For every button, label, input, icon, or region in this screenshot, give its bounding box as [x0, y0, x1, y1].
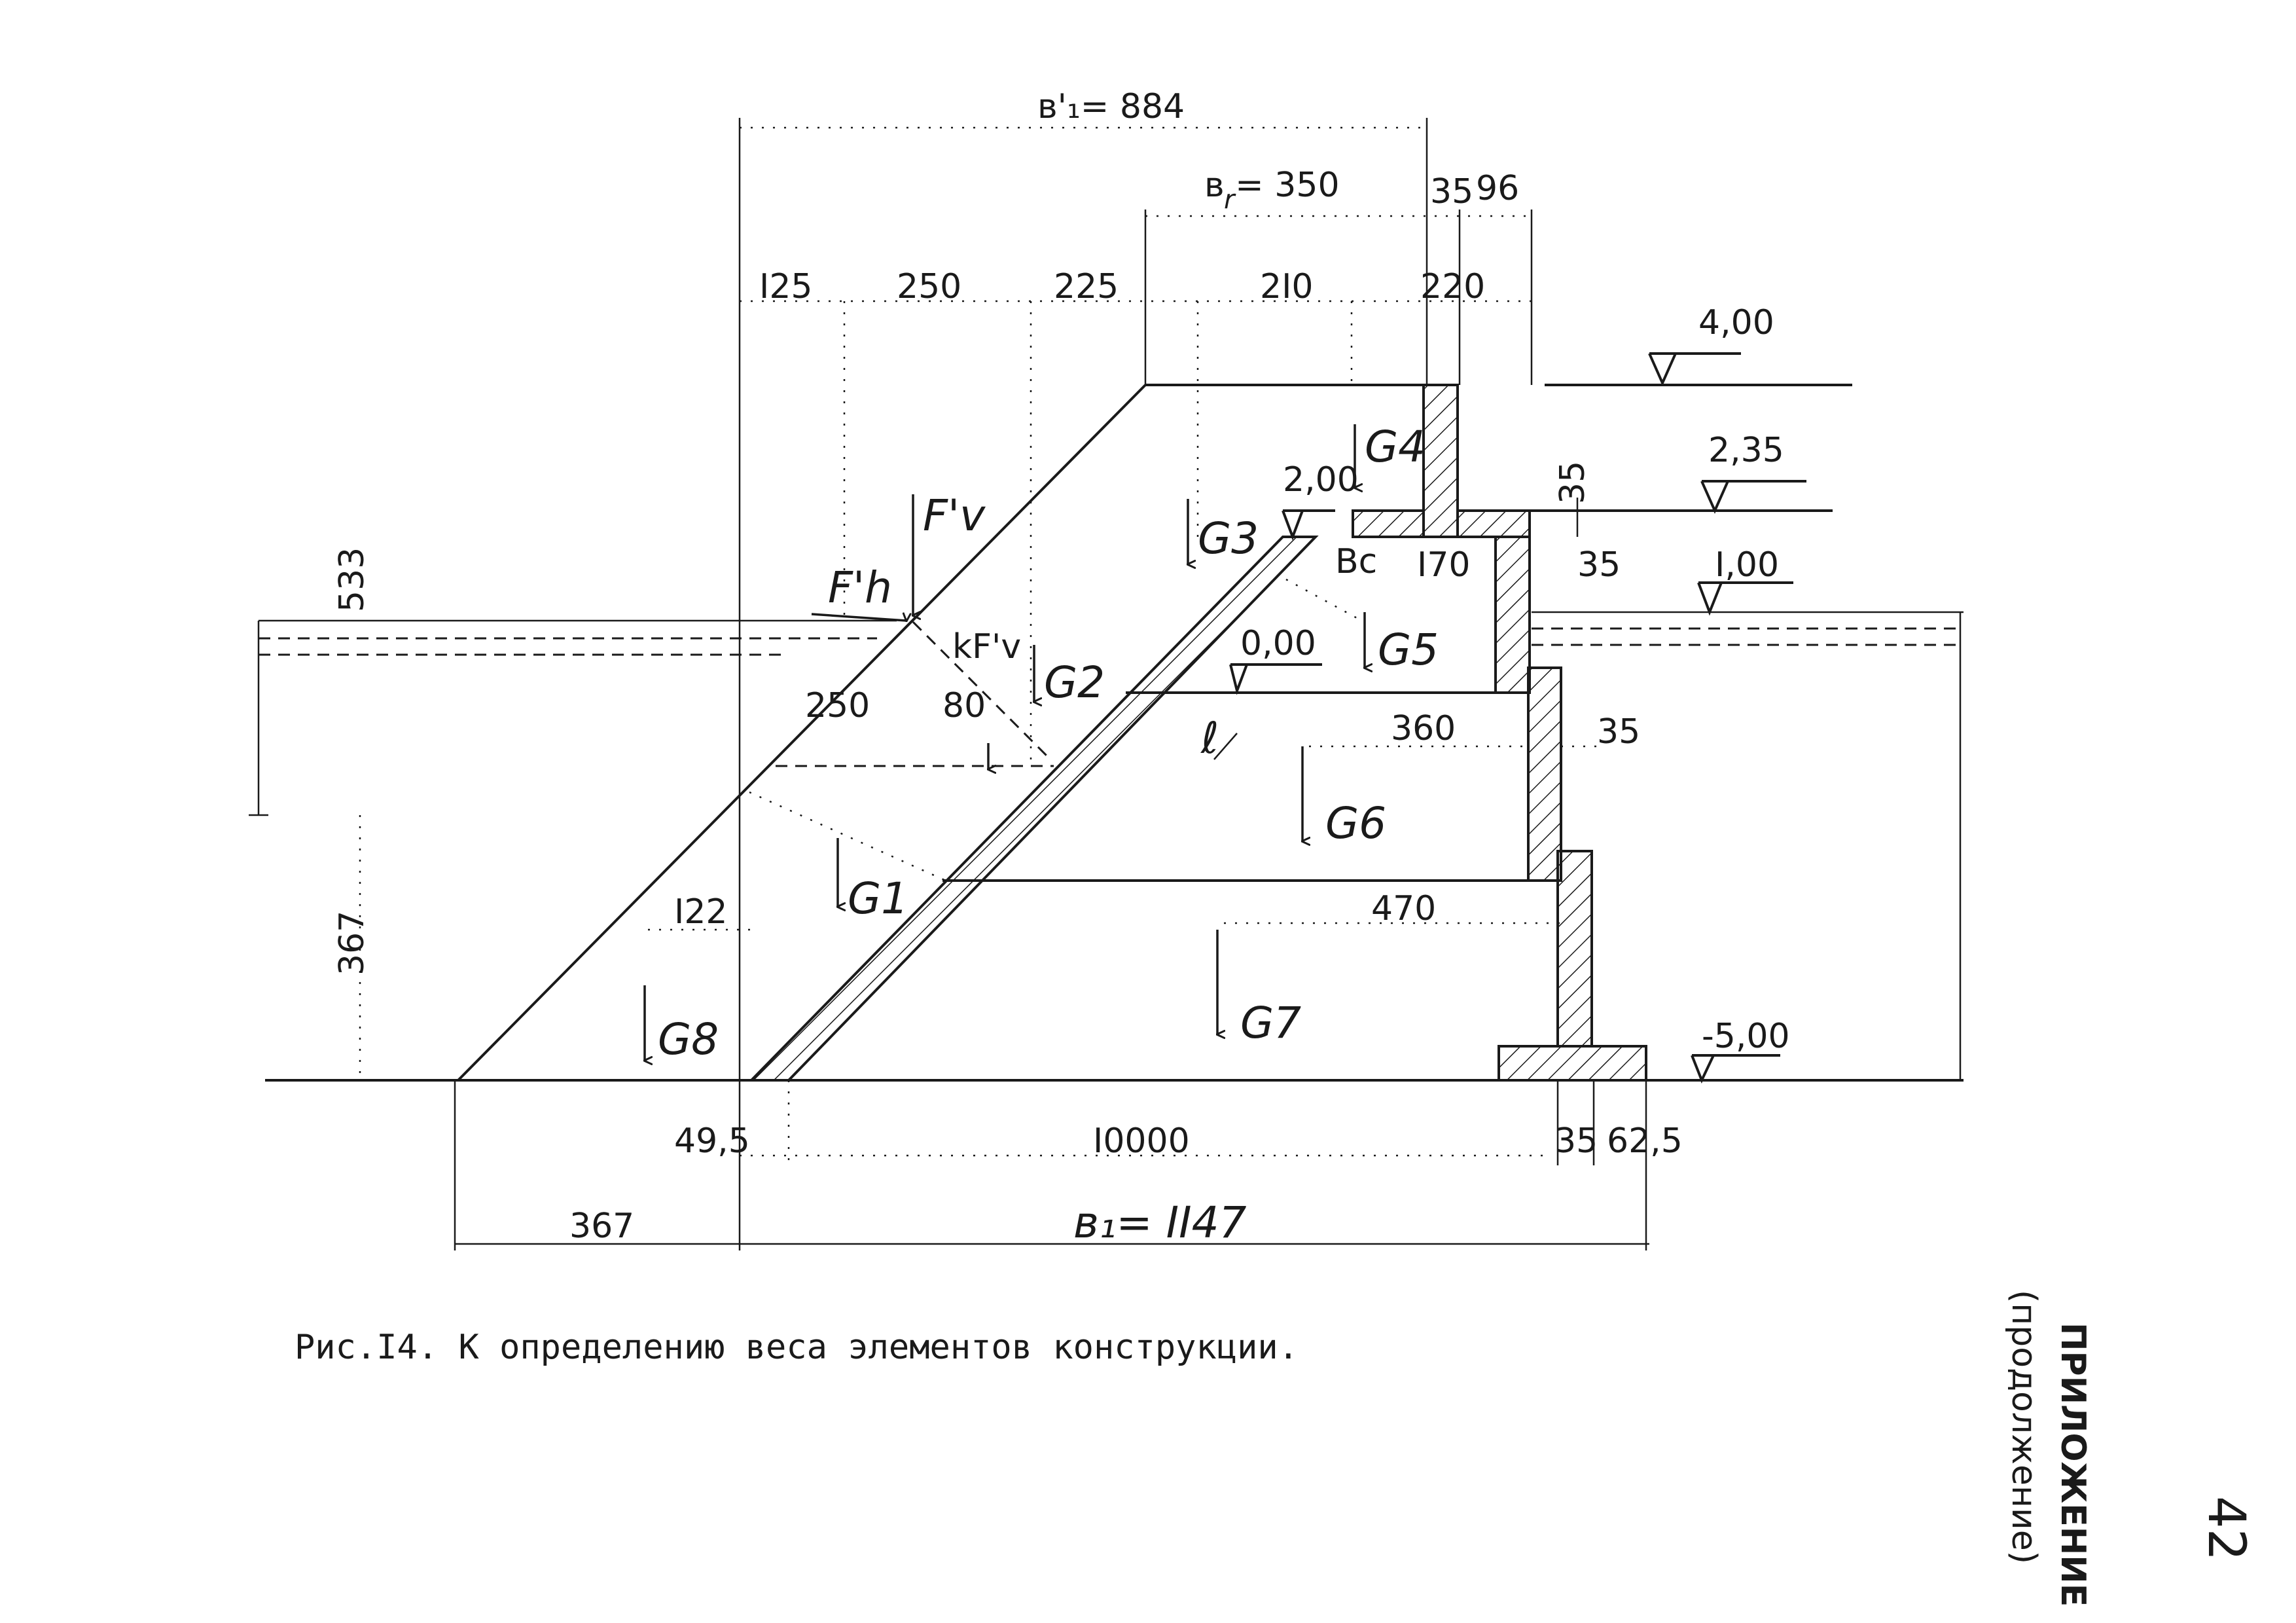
elev-0-00: 0,00	[1240, 624, 1316, 663]
elev-minus-5-00: -5,00	[1702, 1017, 1790, 1056]
dimension-lines-side	[249, 498, 1962, 1080]
dim-220: 220	[1420, 267, 1485, 306]
dim-62-5: 62,5	[1607, 1122, 1683, 1161]
dim-225: 225	[1054, 267, 1119, 306]
embankment-outline	[265, 384, 1964, 1082]
force-g6: G6	[1325, 798, 1386, 848]
dim-250-mid: 250	[805, 686, 870, 725]
dim-125: I25	[759, 267, 813, 306]
elev-2-00: 2,00	[1283, 460, 1359, 500]
side-title: ПРИЛОЖЕНИЕ	[2053, 1322, 2092, 1607]
force-g1: G1	[848, 873, 908, 924]
force-lines	[749, 578, 1359, 882]
force-g3: G3	[1198, 513, 1259, 564]
force-fv-prime: F'v	[923, 490, 986, 541]
water-right	[1532, 611, 1964, 646]
dim-35-bottom: 35	[1554, 1122, 1598, 1161]
dim-533: 533	[332, 547, 372, 612]
dimension-lines-top	[738, 118, 1533, 1080]
dim-b1-prime: в'₁= 884	[1037, 87, 1185, 126]
dim-35-mid: 35	[1577, 545, 1621, 585]
force-g2: G2	[1044, 657, 1105, 708]
elev-4-00: 4,00	[1698, 303, 1774, 342]
force-arrows	[645, 424, 1365, 1061]
water-left	[259, 619, 897, 656]
force-g7: G7	[1240, 998, 1301, 1048]
dim-80: 80	[942, 686, 986, 725]
dim-367-left: 367	[332, 911, 372, 976]
force-g4: G4	[1365, 422, 1426, 472]
force-fh-prime: F'h	[828, 562, 892, 613]
retaining-walls	[1352, 384, 1647, 1082]
elev-2-35: 2,35	[1708, 431, 1784, 470]
page-number: 42	[2197, 1496, 2255, 1561]
dim-360: 360	[1391, 709, 1456, 748]
dim-35-right: 35	[1553, 461, 1592, 504]
dim-250-top: 250	[897, 267, 961, 306]
dim-35-lower: 35	[1597, 712, 1640, 752]
force-g8: G8	[658, 1014, 719, 1065]
elevation-markers	[1229, 352, 1806, 1084]
dim-49-5: 49,5	[674, 1122, 750, 1161]
dim-210: 2I0	[1260, 267, 1314, 306]
force-kfv: kF'v	[952, 627, 1021, 666]
dim-96: 96	[1476, 169, 1519, 208]
dimension-lines-bottom	[454, 745, 1649, 1250]
side-subtitle: (продолжение)	[2004, 1290, 2043, 1564]
dim-b1: в₁= II47	[1073, 1197, 1247, 1248]
dim-170: I70	[1417, 545, 1471, 585]
dim-10000: I0000	[1093, 1122, 1190, 1161]
label-bc: Bс	[1335, 542, 1377, 581]
elev-1-00: I,00	[1715, 545, 1779, 585]
dim-367-bottom: 367	[569, 1207, 634, 1246]
dim-470: 470	[1371, 889, 1436, 928]
dim-35-top: 35	[1430, 172, 1473, 211]
label-l: ℓ	[1200, 713, 1219, 763]
dim-122: I22	[674, 892, 728, 932]
inclined-slab	[748, 536, 1319, 1082]
dim-br: в = 350	[1204, 166, 1340, 205]
dim-br-subscript: r	[1224, 185, 1236, 215]
force-g5: G5	[1378, 625, 1439, 675]
figure-caption: Рис.I4. К определению веса элементов кон…	[295, 1328, 1299, 1367]
